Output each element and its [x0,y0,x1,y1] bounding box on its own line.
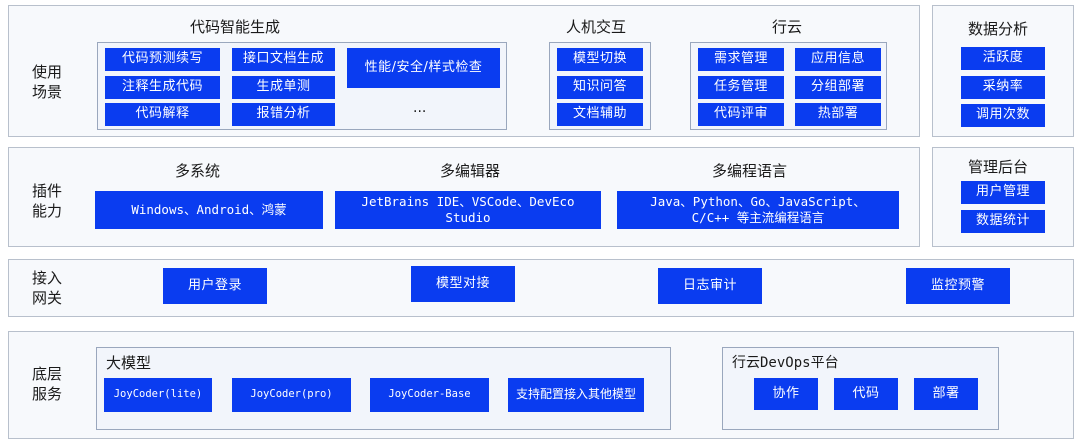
llm-item[interactable]: JoyCoder-Base [370,378,489,412]
analytics-item[interactable]: 调用次数 [961,104,1045,127]
code-gen-item[interactable]: 生成单测 [232,76,335,99]
xingyun-title: 行云 [772,18,803,36]
xingyun-item[interactable]: 需求管理 [698,48,784,71]
admin-title: 管理后台 [968,158,1029,176]
admin-item[interactable]: 数据统计 [961,210,1045,233]
multi-lang-value[interactable]: Java、Python、Go、JavaScript、 C/C++ 等主流编程语言 [617,191,899,229]
row-label-plugin: 插件 能力 [31,182,62,220]
multi-system-title: 多系统 [175,162,221,180]
xingyun-item[interactable]: 分组部署 [795,76,881,99]
code-gen-item[interactable]: 注释生成代码 [105,76,220,99]
gateway-item-monitor[interactable]: 监控预警 [906,268,1010,304]
llm-title: 大模型 [106,354,152,372]
devops-item[interactable]: 部署 [914,378,978,410]
code-gen-ellipsis: ... [413,100,427,116]
xingyun-item[interactable]: 代码评审 [698,103,784,126]
analytics-item[interactable]: 采纳率 [961,76,1045,99]
multi-system-value[interactable]: Windows、Android、鸿蒙 [95,191,323,229]
xingyun-item[interactable]: 任务管理 [698,76,784,99]
analytics-item[interactable]: 活跃度 [961,47,1045,70]
hci-title: 人机交互 [566,18,627,36]
hci-item[interactable]: 文档辅助 [557,103,643,126]
row-label-gateway: 接入 网关 [31,269,62,307]
llm-item[interactable]: 支持配置接入其他模型 [508,378,644,412]
gateway-item-model[interactable]: 模型对接 [411,266,515,302]
xingyun-item[interactable]: 应用信息 [795,48,881,71]
row-label-scenarios: 使用 场景 [31,63,62,101]
gateway-item-login[interactable]: 用户登录 [163,268,267,304]
analytics-title: 数据分析 [968,20,1029,38]
code-gen-item[interactable]: 接口文档生成 [232,48,335,71]
devops-title: 行云DevOps平台 [732,355,839,371]
multi-lang-title: 多编程语言 [712,162,788,180]
hci-item[interactable]: 知识问答 [557,76,643,99]
code-gen-item[interactable]: 代码解释 [105,103,220,126]
hci-item[interactable]: 模型切换 [557,48,643,71]
devops-item[interactable]: 代码 [834,378,898,410]
code-gen-title: 代码智能生成 [190,18,281,36]
gateway-item-audit[interactable]: 日志审计 [658,268,762,304]
devops-item[interactable]: 协作 [754,378,818,410]
llm-item[interactable]: JoyCoder(pro) [232,378,351,412]
code-gen-item[interactable]: 代码预测续写 [105,48,220,71]
admin-item[interactable]: 用户管理 [961,181,1045,204]
code-gen-item[interactable]: 报错分析 [232,103,335,126]
llm-item[interactable]: JoyCoder(lite) [104,378,212,412]
row-label-base: 底层 服务 [31,365,62,403]
code-gen-item[interactable]: 性能/安全/样式检查 [347,48,500,88]
multi-editor-title: 多编辑器 [440,162,501,180]
multi-editor-value[interactable]: JetBrains IDE、VSCode、DevEco Studio [335,191,601,229]
xingyun-item[interactable]: 热部署 [795,103,881,126]
